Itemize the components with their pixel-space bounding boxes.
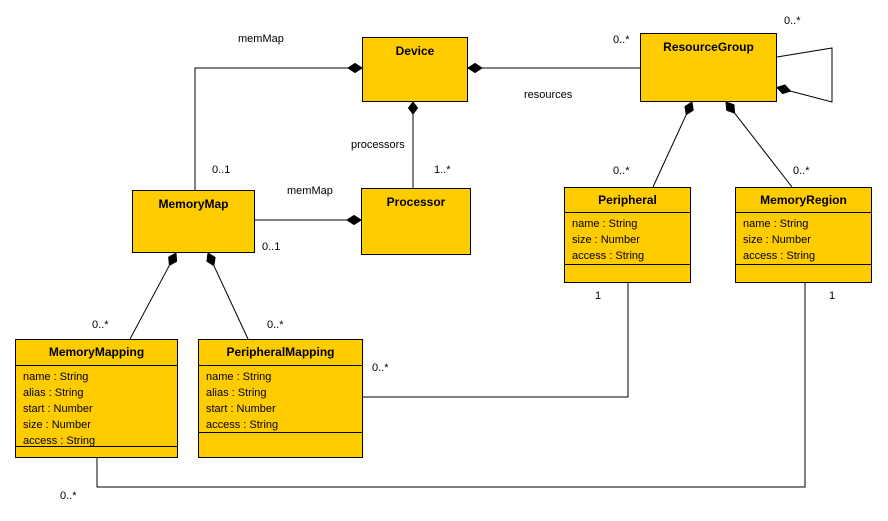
class-memorymap: MemoryMap — [132, 190, 255, 253]
composition-diamond — [467, 62, 483, 74]
class-peripheralmapping-operations — [199, 433, 362, 457]
composition-diamond — [168, 252, 178, 267]
class-peripheral-attributes: name : String size : Number access : Strin… — [565, 213, 690, 265]
class-memorymapping-attributes: name : String alias : String start : Numbe… — [16, 366, 177, 447]
association-device-processor — [407, 101, 419, 188]
class-peripheralmapping-name: PeripheralMapping — [199, 340, 362, 366]
class-attribute: name : String — [23, 371, 89, 383]
class-attribute: name : String — [206, 371, 272, 383]
class-memorymapping: MemoryMapping name : String alias : Strin… — [15, 339, 178, 458]
class-device: Device — [362, 37, 468, 102]
multiplicity-resourcegroup-self: 0..* — [784, 15, 801, 27]
association-resourcegroup-peripheral — [652, 101, 694, 188]
class-resourcegroup: ResourceGroup — [640, 33, 777, 102]
composition-diamond — [347, 62, 363, 74]
multiplicity-device-memorymap: 0..1 — [212, 164, 231, 176]
class-attribute: size : Number — [572, 234, 640, 246]
multiplicity-memorymapping-end: 0..* — [60, 490, 77, 502]
association-resourcegroup-self — [776, 47, 833, 103]
composition-diamond — [725, 101, 736, 114]
class-memorymapping-name: MemoryMapping — [16, 340, 177, 366]
class-peripheral: Peripheral name : String size : Number acc… — [564, 187, 691, 283]
composition-diamond — [776, 84, 792, 95]
class-attribute: name : String — [572, 218, 638, 230]
multiplicity-processor-memorymap: 0..1 — [262, 241, 281, 253]
association-memorymap-memorymapping — [129, 252, 178, 340]
multiplicity-device-resourcegroup: 0..* — [613, 34, 630, 46]
class-device-name: Device — [395, 44, 435, 58]
class-memoryregion: MemoryRegion name : String size : Number a… — [735, 187, 872, 283]
composition-diamond — [407, 101, 419, 115]
class-peripheral-name: Peripheral — [565, 188, 690, 213]
class-attribute: start : Number — [206, 403, 276, 415]
class-processor: Processor — [361, 188, 471, 255]
association-device-resourcegroup — [467, 62, 640, 74]
class-processor-name: Processor — [386, 195, 446, 209]
multiplicity-resourcegroup-memoryregion: 0..* — [793, 165, 810, 177]
class-attribute: size : Number — [23, 419, 91, 431]
composition-diamond — [346, 214, 362, 226]
class-attribute: access : String — [572, 250, 645, 262]
multiplicity-device-processor: 1..* — [434, 164, 451, 176]
multiplicity-resourcegroup-peripheral: 0..* — [613, 165, 630, 177]
multiplicity-peripheral-end: 1 — [595, 290, 602, 302]
class-attribute: access : String — [743, 250, 816, 262]
class-resourcegroup-name: ResourceGroup — [663, 40, 754, 54]
class-memoryregion-name: MemoryRegion — [736, 188, 871, 213]
label-memmap-top: memMap — [238, 33, 284, 45]
multiplicity-peripheralmapping-end: 0..* — [372, 362, 389, 374]
label-resources: resources — [524, 89, 573, 101]
association-memorymap-peripheralmapping — [206, 252, 249, 340]
multiplicity-memoryregion-end: 1 — [829, 290, 836, 302]
class-attribute: name : String — [743, 218, 809, 230]
multiplicity-memorymap-peripheralmapping: 0..* — [267, 319, 284, 331]
class-peripheralmapping-attributes: name : String alias : String start : Numbe… — [199, 366, 362, 433]
association-peripheral-peripheralmapping — [363, 283, 629, 398]
composition-diamond — [206, 252, 216, 267]
class-attribute: access : String — [206, 419, 279, 431]
multiplicity-memorymap-memorymapping: 0..* — [92, 319, 109, 331]
class-memorymapping-operations — [16, 447, 177, 457]
class-memoryregion-attributes: name : String size : Number access : Strin… — [736, 213, 871, 265]
class-attribute: access : String — [23, 435, 96, 447]
class-memorymap-name: MemoryMap — [158, 197, 229, 211]
class-attribute: alias : String — [206, 387, 267, 399]
class-attribute: alias : String — [23, 387, 84, 399]
composition-diamond — [684, 101, 694, 116]
class-peripheralmapping: PeripheralMapping name : String alias : S… — [198, 339, 363, 458]
class-attribute: start : Number — [23, 403, 93, 415]
class-peripheral-operations — [565, 265, 690, 282]
class-attribute: size : Number — [743, 234, 811, 246]
label-processors: processors — [351, 139, 405, 151]
association-resourcegroup-memoryregion — [725, 101, 793, 188]
association-processor-memorymap — [255, 214, 362, 226]
label-memmap-mid: memMap — [287, 185, 333, 197]
class-memoryregion-operations — [736, 265, 871, 282]
association-memoryregion-memorymapping — [96, 283, 806, 488]
